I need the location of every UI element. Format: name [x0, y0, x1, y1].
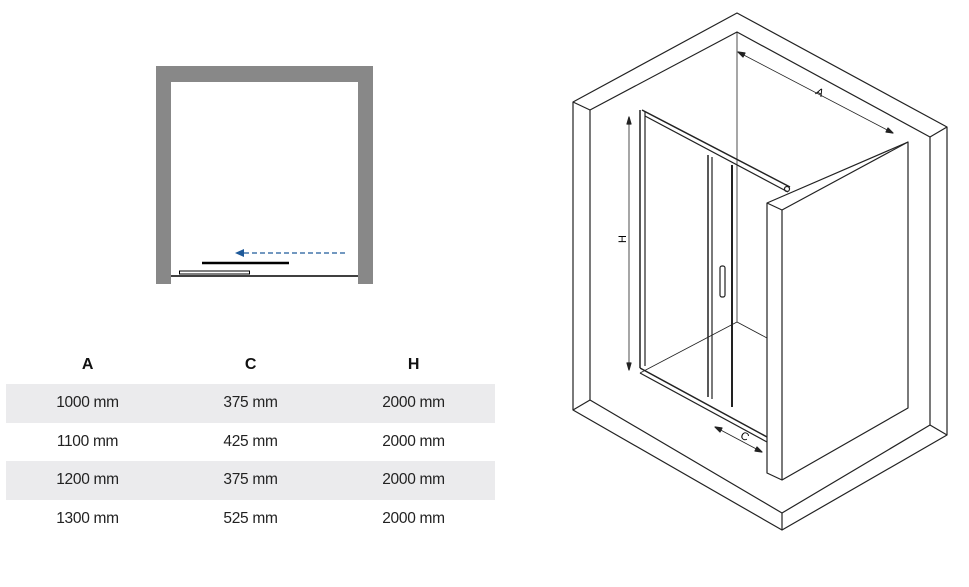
iso-floor-line-right: [736, 321, 768, 339]
table-cell-a: 1200 mm: [56, 471, 119, 489]
iso-dim-a-arrow-left-icon: [737, 51, 746, 58]
iso-dim-c-arrow-left-icon: [714, 426, 723, 433]
iso-dim-h-arrow-bottom-icon: [626, 362, 632, 371]
table-row: 1000 mm 375 mm 2000 mm: [6, 384, 495, 423]
iso-corner-line-bottom-right: [929, 424, 948, 436]
table-cell-a: 1300 mm: [56, 509, 119, 527]
plan-slide-arrow-head-icon: [235, 249, 244, 257]
plan-fixed-panel: [179, 270, 250, 275]
table-header-c: C: [244, 356, 257, 373]
dimensions-table: A C H 1000 mm 375 mm 2000 mm 1100 mm 425…: [6, 346, 495, 538]
iso-door-top-rail-inner: [644, 115, 789, 193]
table-cell-a: 1000 mm: [56, 394, 119, 412]
table-row: 1300 mm 525 mm 2000 mm: [6, 500, 495, 539]
iso-door-bottom-rail: [639, 367, 768, 438]
iso-dim-c-arrow-right-icon: [754, 446, 763, 453]
iso-door-handle: [719, 265, 726, 298]
iso-dim-a-arrow-right-icon: [885, 127, 894, 134]
plan-view: [156, 66, 373, 284]
iso-front-wall: [766, 141, 909, 481]
table-cell-a: 1100 mm: [56, 432, 119, 450]
table-cell-h: 2000 mm: [382, 394, 445, 412]
iso-label-a: A: [813, 86, 826, 100]
table-header-h: H: [407, 356, 420, 373]
iso-door-top-bracket: [783, 185, 791, 193]
iso-label-h: H: [617, 235, 629, 243]
iso-dim-h-arrow-top-icon: [626, 116, 632, 125]
table-row: 1100 mm 425 mm 2000 mm: [6, 423, 495, 462]
plan-wall-right: [358, 66, 373, 284]
iso-corner-line-left: [572, 101, 591, 111]
iso-door-top-rail: [641, 109, 791, 188]
iso-door-bottom-rail-inner: [639, 372, 768, 443]
table-header-a: A: [81, 356, 94, 373]
table-cell-c: 375 mm: [223, 471, 278, 489]
table-cell-c: 425 mm: [223, 432, 278, 450]
table-cell-c: 525 mm: [223, 509, 278, 527]
table-cell-h: 2000 mm: [382, 471, 445, 489]
table-cell-c: 375 mm: [223, 394, 278, 412]
table-row: 1200 mm 375 mm 2000 mm: [6, 461, 495, 500]
iso-view: [572, 12, 948, 531]
plan-wall-left: [156, 66, 171, 284]
iso-dim-a-line: [737, 51, 894, 134]
table-cell-h: 2000 mm: [382, 509, 445, 527]
table-cell-h: 2000 mm: [382, 432, 445, 450]
iso-dim-c-line: [714, 426, 763, 453]
iso-corner-line-right: [929, 126, 948, 138]
table-header-row: A C H: [6, 346, 495, 384]
iso-label-c: C: [738, 430, 751, 444]
plan-wall-top: [156, 66, 373, 82]
iso-corner-line-bottom-left: [572, 399, 591, 411]
iso-floor-line-left: [639, 321, 738, 374]
iso-inner-wall-outline: [589, 31, 931, 138]
